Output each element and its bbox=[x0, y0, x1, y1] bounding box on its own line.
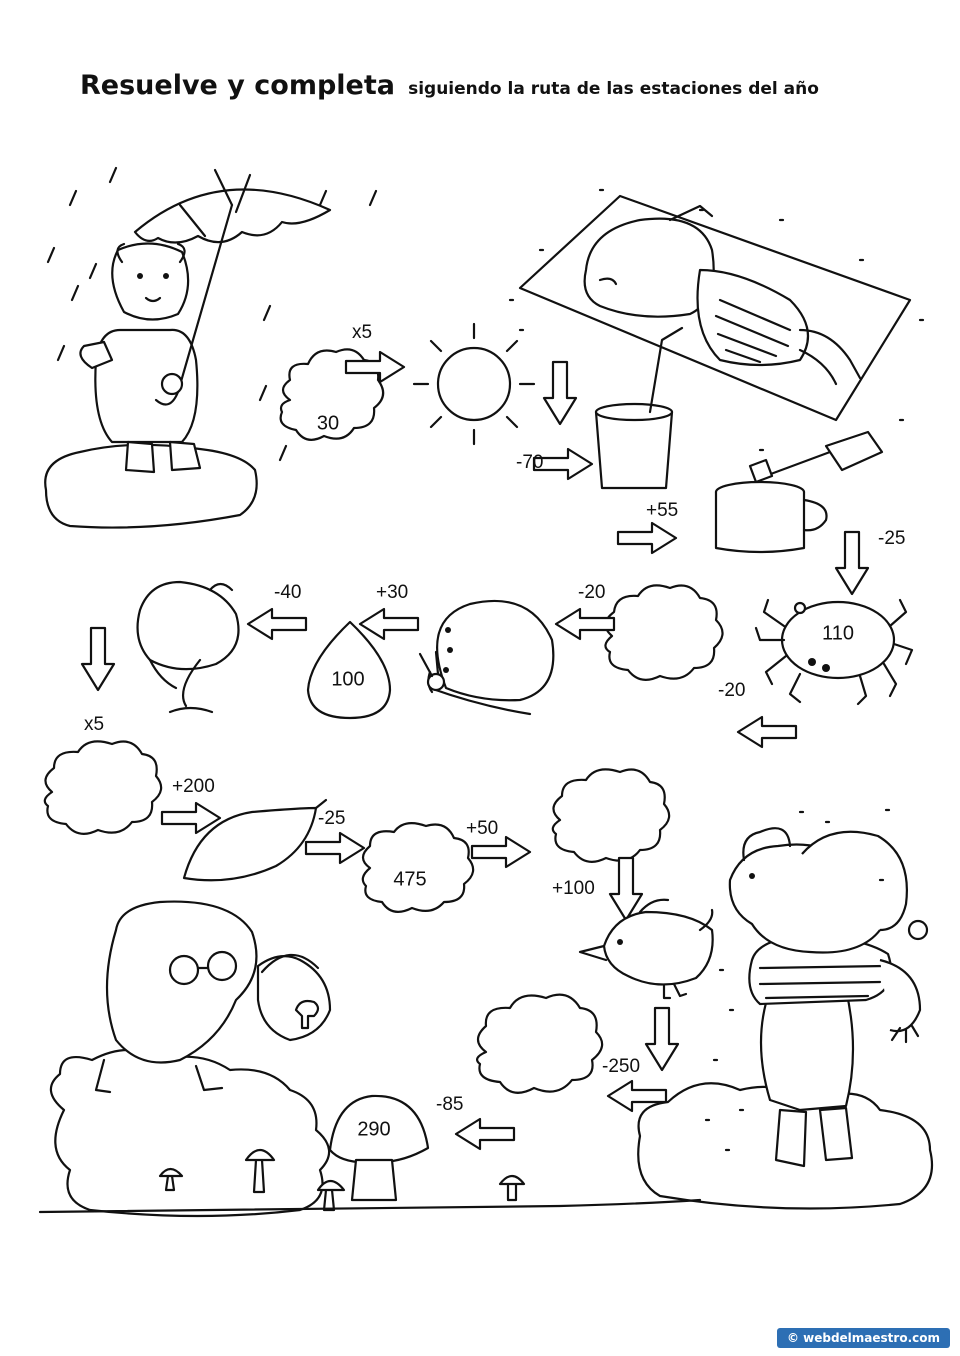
op-label: +50 bbox=[466, 818, 499, 839]
pot-icon bbox=[714, 480, 828, 554]
shovel-icon bbox=[748, 430, 884, 484]
value-mushroom: 290 bbox=[357, 1118, 391, 1141]
drop-icon bbox=[306, 620, 392, 720]
flower-bud-icon bbox=[136, 580, 240, 714]
op-label: -250 bbox=[602, 1056, 641, 1077]
op-label: -25 bbox=[878, 528, 906, 549]
mushroom-picker-bear-icon bbox=[94, 900, 332, 1094]
umbrella-bear-icon bbox=[44, 166, 378, 529]
winter-bear-icon bbox=[637, 808, 934, 1210]
credit-badge: © webdelmaestro.com bbox=[776, 1328, 950, 1348]
op-label: -20 bbox=[718, 680, 746, 701]
arrow-down-icon bbox=[644, 1006, 680, 1072]
leaf-icon bbox=[182, 798, 328, 882]
op-label: +100 bbox=[552, 878, 595, 899]
op-label: -40 bbox=[274, 582, 302, 603]
op-label: x5 bbox=[84, 714, 105, 735]
title-sub: siguiendo la ruta de las estaciones del … bbox=[408, 79, 819, 99]
page-title: Resuelve y completa siguiendo la ruta de… bbox=[80, 70, 819, 101]
arrow-left-icon bbox=[358, 607, 420, 641]
arrow-right-icon bbox=[470, 835, 532, 869]
op-label: -85 bbox=[436, 1094, 464, 1115]
arrow-down-icon bbox=[80, 626, 116, 692]
value-start: 30 bbox=[316, 412, 340, 435]
op-label: x5 bbox=[352, 322, 373, 343]
arrow-right-icon bbox=[304, 831, 366, 865]
cloud-icon bbox=[361, 821, 475, 913]
title-main: Resuelve y completa bbox=[80, 70, 395, 101]
arrow-down-icon bbox=[834, 530, 870, 596]
sunbathing-bear-icon bbox=[508, 188, 925, 452]
arrow-right-icon bbox=[616, 521, 678, 555]
ground-line bbox=[38, 1198, 702, 1214]
arrow-left-icon bbox=[736, 715, 798, 749]
value-cloud-autumn: 475 bbox=[393, 868, 427, 891]
op-label: -25 bbox=[318, 808, 346, 829]
bush-icon bbox=[49, 1049, 331, 1218]
op-label: +55 bbox=[646, 500, 679, 521]
arrow-left-icon bbox=[246, 607, 308, 641]
value-spider: 110 bbox=[822, 622, 854, 645]
small-mushrooms-icon bbox=[158, 1148, 526, 1212]
arrow-left-icon bbox=[554, 607, 616, 641]
arrow-right-icon bbox=[160, 801, 222, 835]
bird-icon bbox=[578, 898, 714, 1000]
bucket-icon bbox=[594, 326, 684, 490]
op-label: -20 bbox=[578, 582, 606, 603]
value-drop: 100 bbox=[331, 668, 365, 691]
arrow-down-icon bbox=[542, 360, 578, 426]
arrow-down-icon bbox=[608, 856, 644, 922]
sun-icon bbox=[412, 322, 536, 446]
op-label: +200 bbox=[172, 776, 215, 797]
cloud-icon bbox=[476, 993, 604, 1094]
butterfly-icon bbox=[418, 599, 555, 716]
mushroom-icon bbox=[328, 1094, 430, 1202]
arrow-left-icon bbox=[454, 1117, 516, 1151]
cloud-icon bbox=[604, 584, 724, 681]
spider-icon bbox=[754, 598, 914, 706]
cloud-icon bbox=[551, 768, 671, 863]
op-label: -70 bbox=[516, 452, 544, 473]
op-label: +30 bbox=[376, 582, 409, 603]
cloud-icon bbox=[43, 740, 163, 835]
